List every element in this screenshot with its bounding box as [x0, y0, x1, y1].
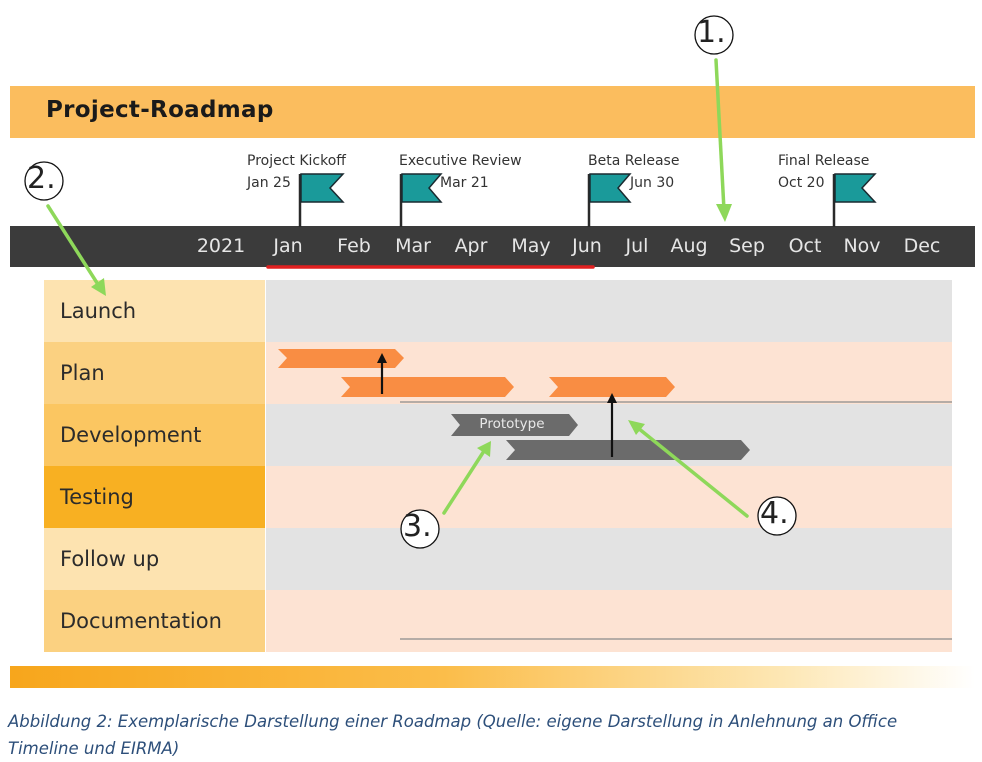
plan-task-3: [549, 377, 675, 397]
milestone-flag-kickoff: [298, 173, 345, 227]
callout-arrow-3: [442, 449, 486, 515]
month-dec: Dec: [903, 235, 941, 257]
milestone-kickoff-date: Jan 25: [247, 175, 291, 191]
row-label-plan: Plan: [44, 342, 265, 404]
callout-circle-3: [400, 509, 440, 549]
callout-circle-2: [24, 161, 64, 201]
timeline-year: 2021: [196, 235, 246, 257]
milestone-review-date: Mar 21: [440, 175, 489, 191]
month-apr: Apr: [454, 235, 488, 257]
callout-circle-1: [694, 15, 734, 55]
callout-number-2: 2.: [27, 161, 56, 196]
dev-task-2: [506, 440, 750, 460]
month-nov: Nov: [843, 235, 881, 257]
month-jan: Jan: [273, 235, 303, 257]
row-label-development: Development: [44, 404, 265, 466]
title-band: [10, 86, 975, 138]
month-jul: Jul: [625, 235, 649, 257]
month-may: May: [511, 235, 551, 257]
row-label-documentation: Documentation: [44, 590, 265, 652]
milestone-beta-date: Jun 30: [630, 175, 675, 191]
dev-task-prototype: [451, 414, 578, 436]
plan-task-1: [278, 349, 404, 368]
month-jun: Jun: [572, 235, 602, 257]
dependency-arrow-plan-head: [377, 353, 387, 363]
callout-arrow-4-head: [628, 420, 645, 435]
row-label-testing: Testing: [44, 466, 265, 528]
callout-number-1: 1.: [697, 15, 726, 50]
milestone-flag-review: [399, 173, 443, 227]
row-bg-followup: [266, 528, 952, 590]
dependency-arrow-dev-head: [607, 393, 617, 403]
month-aug: Aug: [670, 235, 708, 257]
callout-arrow-1-head: [716, 204, 732, 222]
milestone-flag-beta: [587, 173, 632, 227]
callout-arrow-2-head: [91, 278, 106, 296]
callout-circle-4: [757, 496, 797, 536]
milestone-flag-final: [832, 173, 877, 227]
timeline-bar: [10, 226, 975, 267]
plan-task-2: [341, 377, 514, 397]
row-bg-testing: [266, 466, 952, 528]
prototype-label: Prototype: [479, 416, 545, 432]
row-bg-documentation: [266, 590, 952, 652]
month-sep: Sep: [729, 235, 765, 257]
callout-arrow-4: [636, 426, 749, 518]
callout-arrow-2: [46, 204, 101, 288]
callout-arrow-1: [714, 58, 726, 212]
row-label-followup: Follow up: [44, 528, 265, 590]
callout-number-4: 4.: [760, 496, 789, 531]
callout-number-3: 3.: [403, 509, 432, 544]
month-mar: Mar: [395, 235, 431, 257]
row-label-launch: Launch: [44, 280, 265, 342]
milestone-final-name: Final Release: [778, 153, 870, 169]
roadmap-title: Project-Roadmap: [46, 97, 274, 123]
row-bg-launch: [266, 280, 952, 342]
month-oct: Oct: [788, 235, 822, 257]
milestone-final-date: Oct 20: [778, 175, 825, 191]
milestone-review-name: Executive Review: [399, 153, 522, 169]
callout-arrow-3-head: [477, 441, 491, 457]
month-feb: Feb: [337, 235, 371, 257]
figure-caption: Abbildung 2: Exemplarische Darstellung e…: [8, 712, 898, 758]
bottom-gradient-band: [10, 666, 975, 688]
milestone-beta-name: Beta Release: [588, 153, 680, 169]
milestone-kickoff-name: Project Kickoff: [247, 153, 346, 169]
